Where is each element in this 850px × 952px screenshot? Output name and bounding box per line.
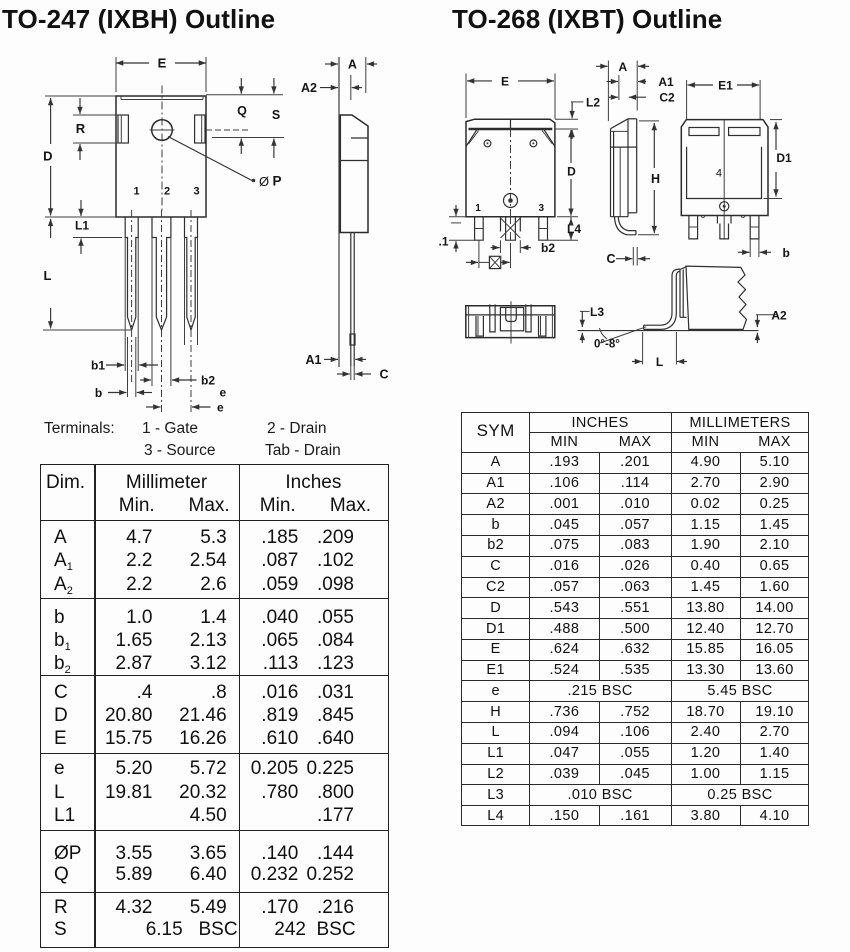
svg-text:L1: L1 [75, 219, 89, 233]
svg-text:L2: L2 [586, 96, 600, 110]
svg-text:1: 1 [475, 203, 481, 214]
svg-text:C: C [606, 252, 615, 266]
svg-text:L4: L4 [567, 222, 581, 236]
svg-text:3: 3 [539, 203, 545, 214]
svg-text:R: R [76, 121, 86, 136]
svg-text:b: b [95, 386, 102, 400]
svg-text:b2: b2 [201, 374, 215, 388]
svg-text:L3: L3 [590, 305, 604, 319]
svg-text:L: L [656, 355, 663, 369]
svg-text:4: 4 [716, 168, 722, 180]
svg-text:H: H [651, 172, 660, 186]
svg-text:D1: D1 [776, 151, 792, 165]
svg-text:P: P [272, 174, 281, 189]
svg-text:b: b [783, 246, 790, 260]
svg-text:Q: Q [237, 104, 247, 118]
svg-text:Ø: Ø [259, 174, 269, 189]
svg-text:A1: A1 [306, 353, 322, 367]
svg-text:1: 1 [133, 186, 139, 198]
svg-text:.1: .1 [438, 235, 448, 249]
svg-text:A: A [618, 60, 627, 74]
svg-text:b2: b2 [541, 241, 555, 255]
svg-text:A1: A1 [658, 75, 674, 89]
svg-text:E1: E1 [718, 79, 733, 93]
svg-text:0°-8°: 0°-8° [594, 339, 620, 351]
svg-text:L: L [44, 268, 52, 283]
svg-text:C: C [379, 368, 388, 382]
svg-text:E: E [158, 56, 167, 71]
svg-text:A: A [348, 58, 357, 72]
svg-text:3: 3 [193, 186, 199, 198]
svg-text:e: e [217, 401, 224, 415]
svg-text:2: 2 [164, 186, 170, 198]
svg-text:D: D [567, 165, 576, 179]
svg-text:E: E [501, 74, 509, 88]
svg-text:e: e [220, 386, 227, 400]
svg-text:C2: C2 [659, 91, 675, 105]
svg-text:S: S [272, 108, 280, 122]
svg-text:A2: A2 [301, 81, 317, 95]
svg-text:A2: A2 [771, 309, 787, 323]
svg-text:D: D [43, 149, 52, 164]
svg-text:b1: b1 [91, 359, 105, 373]
